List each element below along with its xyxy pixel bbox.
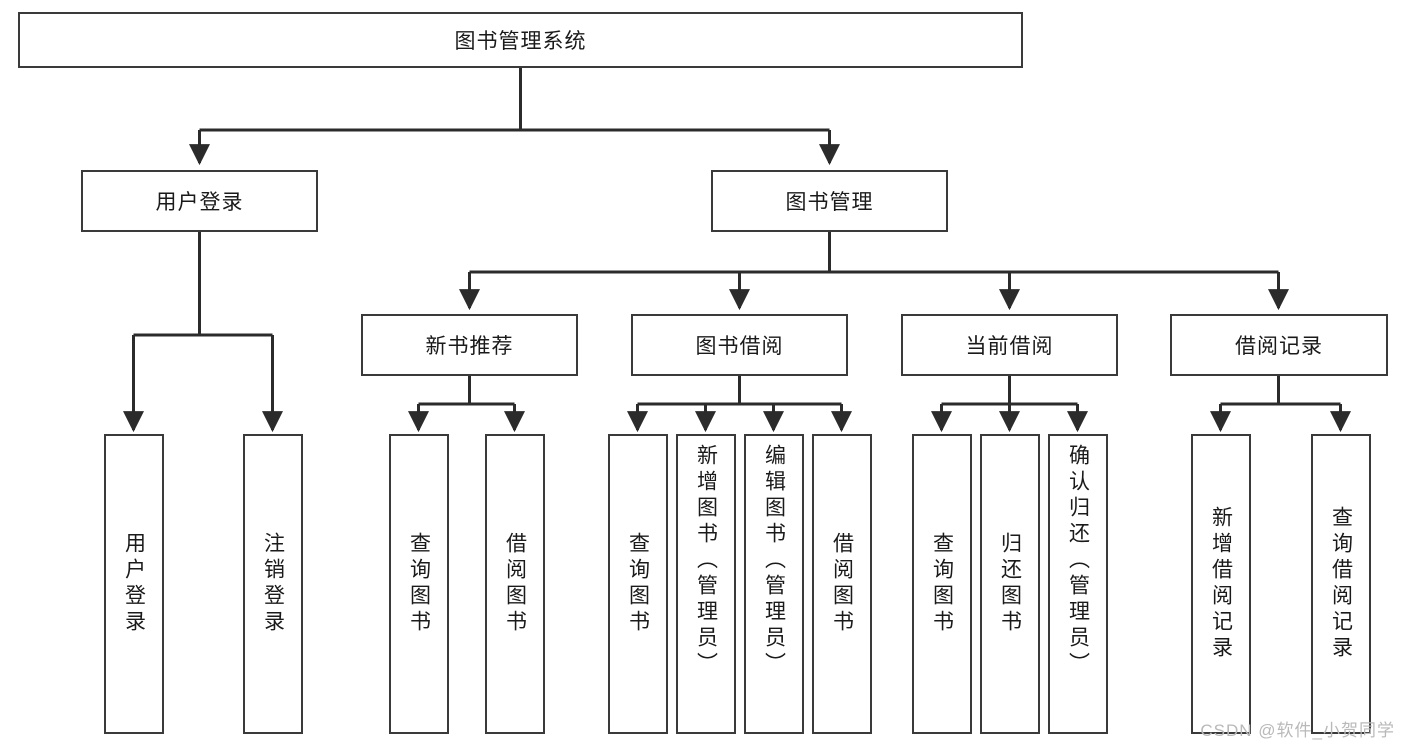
leaf-book-borrow-3-label: 编辑图书（管理员） — [762, 444, 786, 678]
node-new-book-recommend[interactable]: 新书推荐 — [361, 314, 578, 376]
leaf-borrow-record-2[interactable]: 查询借阅记录 — [1311, 434, 1371, 734]
node-borrow-record[interactable]: 借阅记录 — [1170, 314, 1388, 376]
node-user-login-label: 用户登录 — [155, 191, 244, 214]
leaf-current-borrow-2[interactable]: 归还图书 — [980, 434, 1040, 734]
leaf-new-book-1[interactable]: 查询图书 — [389, 434, 449, 734]
leaf-book-borrow-3[interactable]: 编辑图书（管理员） — [744, 434, 804, 734]
node-book-borrow-label: 图书借阅 — [695, 335, 784, 358]
leaf-book-borrow-4-label: 借阅图书 — [830, 532, 854, 636]
leaf-book-borrow-1[interactable]: 查询图书 — [608, 434, 668, 734]
node-book-manage[interactable]: 图书管理 — [711, 170, 948, 232]
node-book-manage-label: 图书管理 — [785, 191, 874, 214]
leaf-user-login-2-label: 注销登录 — [261, 532, 285, 636]
node-borrow-record-label: 借阅记录 — [1235, 335, 1323, 358]
leaf-borrow-record-1-label: 新增借阅记录 — [1209, 506, 1233, 662]
node-current-borrow[interactable]: 当前借阅 — [901, 314, 1118, 376]
node-root-label: 图书管理系统 — [454, 30, 587, 53]
leaf-new-book-1-label: 查询图书 — [407, 532, 431, 636]
csdn-watermark: CSDN @软件_小贺同学 — [1200, 721, 1395, 740]
leaf-borrow-record-1[interactable]: 新增借阅记录 — [1191, 434, 1251, 734]
leaf-current-borrow-1-label: 查询图书 — [930, 532, 954, 636]
node-root[interactable]: 图书管理系统 — [18, 12, 1023, 68]
node-book-borrow[interactable]: 图书借阅 — [631, 314, 848, 376]
node-new-book-recommend-label: 新书推荐 — [425, 335, 514, 358]
node-current-borrow-label: 当前借阅 — [965, 335, 1054, 358]
leaf-user-login-1[interactable]: 用户登录 — [104, 434, 164, 734]
leaf-book-borrow-2-label: 新增图书（管理员） — [694, 444, 718, 678]
leaf-current-borrow-3[interactable]: 确认归还（管理员） — [1048, 434, 1108, 734]
leaf-current-borrow-3-label: 确认归还（管理员） — [1066, 444, 1090, 678]
leaf-user-login-2[interactable]: 注销登录 — [243, 434, 303, 734]
leaf-new-book-2-label: 借阅图书 — [503, 532, 527, 636]
leaf-user-login-1-label: 用户登录 — [122, 532, 146, 636]
leaf-book-borrow-2[interactable]: 新增图书（管理员） — [676, 434, 736, 734]
leaf-book-borrow-4[interactable]: 借阅图书 — [812, 434, 872, 734]
leaf-current-borrow-2-label: 归还图书 — [998, 532, 1022, 636]
node-user-login[interactable]: 用户登录 — [81, 170, 318, 232]
leaf-book-borrow-1-label: 查询图书 — [626, 532, 650, 636]
leaf-current-borrow-1[interactable]: 查询图书 — [912, 434, 972, 734]
leaf-new-book-2[interactable]: 借阅图书 — [485, 434, 545, 734]
leaf-borrow-record-2-label: 查询借阅记录 — [1329, 506, 1353, 662]
